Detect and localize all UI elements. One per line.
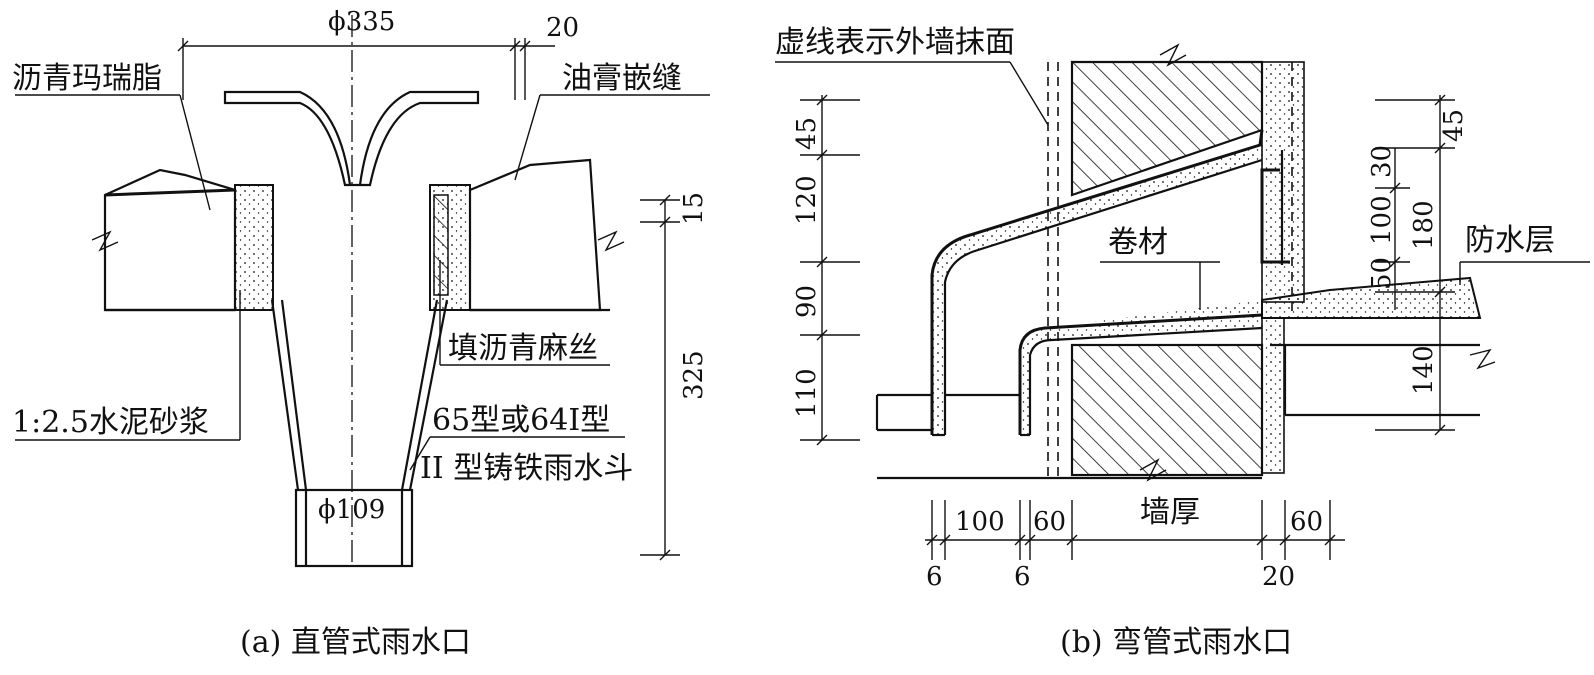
dim-edge-20: 20 xyxy=(546,13,579,43)
dim-bottom-6a: 6 xyxy=(926,562,943,592)
dim-right-100: 100 xyxy=(1367,195,1397,245)
dim-right-15: 15 xyxy=(679,192,709,225)
right-diagram: 虚线表示外墙抹面 卷材 防水层 墙厚 45 120 90 110 45 30 1… xyxy=(775,25,1590,660)
dim-right-140: 140 xyxy=(1409,345,1439,395)
bottom-pipe xyxy=(294,488,414,568)
dim-right-30: 30 xyxy=(1367,145,1397,178)
label-membrane: 卷材 xyxy=(1108,225,1168,260)
label-wall-thickness: 墙厚 xyxy=(1140,495,1200,530)
dim-bottom-60b: 60 xyxy=(1290,507,1323,537)
label-waterproof: 防水层 xyxy=(1465,223,1555,258)
dim-top-diameter: ϕ335 xyxy=(328,7,395,37)
tapered-pipe xyxy=(270,299,449,491)
left-diagram: ϕ335 20 沥青玛瑞脂 油膏嵌缝 填沥青麻丝 1:2.5水泥砂浆 65型或6… xyxy=(12,7,710,660)
dim-bottom-100: 100 xyxy=(955,507,1005,537)
dim-bottom-diameter: ϕ109 xyxy=(318,495,385,525)
dim-left-110: 110 xyxy=(792,368,822,418)
dim-right-50: 50 xyxy=(1367,257,1397,290)
rain-hopper-grate xyxy=(223,90,480,187)
hopper-body-left xyxy=(234,184,274,311)
label-ointment-seal: 油膏嵌缝 xyxy=(562,61,682,96)
dim-right-45: 45 xyxy=(1439,109,1469,142)
label-asphalt-mastic: 沥青玛瑞脂 xyxy=(12,61,162,96)
dim-bottom-6b: 6 xyxy=(1014,562,1031,592)
dim-left-120: 120 xyxy=(792,175,822,225)
dim-right-180: 180 xyxy=(1409,200,1439,250)
label-dashed-note: 虚线表示外墙抹面 xyxy=(775,25,1015,60)
dim-left-90: 90 xyxy=(792,285,822,318)
dim-bottom-60a: 60 xyxy=(1033,507,1066,537)
label-model-line1: 65型或64I型 xyxy=(432,403,610,438)
caption-right: (b) 弯管式雨水口 xyxy=(1060,625,1292,660)
dim-left-45: 45 xyxy=(792,117,822,150)
dim-height-325: 325 xyxy=(679,350,709,400)
asphalt-hemp-fill xyxy=(433,194,449,296)
caption-left: (a) 直管式雨水口 xyxy=(240,625,471,660)
label-cement-mortar: 1:2.5水泥砂浆 xyxy=(12,405,209,440)
label-model-line2: II 型铸铁雨水斗 xyxy=(420,451,633,486)
left-roof-slab-right xyxy=(468,158,602,312)
lower-wall xyxy=(1070,343,1264,477)
dim-bottom-20: 20 xyxy=(1262,562,1295,592)
label-asphalt-hemp: 填沥青麻丝 xyxy=(448,331,598,366)
